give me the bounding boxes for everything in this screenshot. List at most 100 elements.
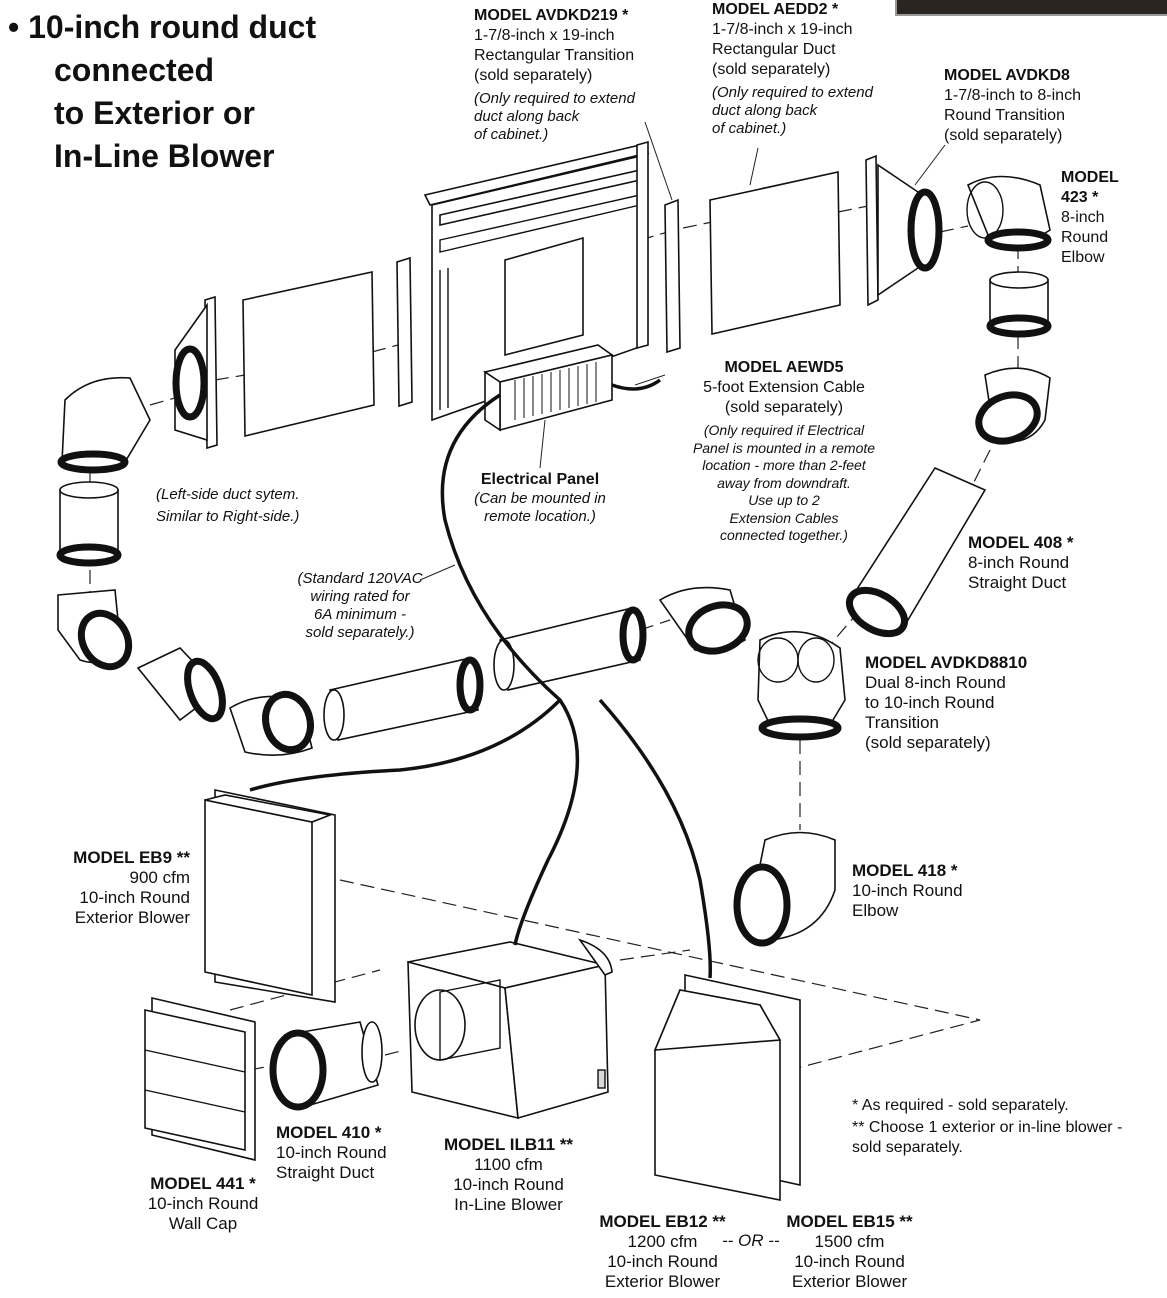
- label-left-side: (Left-side duct sytem. Similar to Right-…: [156, 486, 299, 526]
- model-name: MODEL 441 *: [150, 1174, 256, 1193]
- label-note: remote location.): [484, 508, 596, 525]
- label-418: MODEL 418 * 10-inch Round Elbow: [852, 861, 963, 921]
- rectangular-transitions: [204, 198, 681, 450]
- label-note: duct along back: [474, 108, 580, 125]
- label-423: MODEL 423 * 8-inch Round Elbow: [1061, 168, 1119, 268]
- label-441: MODEL 441 * 10-inch Round Wall Cap: [128, 1174, 278, 1234]
- label-avdkd8: MODEL AVDKD8 1-7/8-inch to 8-inch Round …: [944, 66, 1081, 146]
- straight-duct-408: [846, 466, 987, 638]
- straight-ducts-center: [323, 606, 647, 741]
- label-note: (Only required if Electrical: [703, 422, 865, 438]
- label-line: 1500 cfm: [814, 1232, 885, 1251]
- model-name: MODEL EB12 **: [599, 1212, 726, 1231]
- label-electrical-panel: Electrical Panel (Can be mounted in remo…: [460, 470, 620, 526]
- label-note: away from downdraft.: [717, 474, 851, 491]
- model-name: MODEL EB15 **: [786, 1212, 913, 1231]
- label-line: 10-inch Round: [794, 1252, 905, 1271]
- label-note: of cabinet.): [712, 120, 787, 137]
- label-line: 5-foot Extension Cable: [703, 379, 865, 396]
- round-transition-left: [172, 302, 208, 442]
- model-name: MODEL AEDD2 *: [712, 1, 839, 18]
- label-line: 1200 cfm: [627, 1232, 698, 1251]
- exterior-blower-eb9: [204, 789, 336, 1003]
- label-408: MODEL 408 * 8-inch Round Straight Duct: [968, 533, 1074, 593]
- label-note: (Standard 120VAC: [297, 570, 423, 587]
- elbow-418: [733, 831, 836, 947]
- label-wiring: (Standard 120VAC wiring rated for 6A min…: [280, 570, 440, 642]
- corner-photo: [895, 0, 1167, 16]
- label-ilb11: MODEL ILB11 ** 1100 cfm 10-inch Round In…: [426, 1135, 591, 1215]
- label-line: 1-7/8-inch x 19-inch: [474, 27, 615, 44]
- label-line: 1100 cfm: [474, 1155, 543, 1174]
- label-line: Exterior Blower: [604, 1272, 721, 1291]
- elbow-right-lower: [975, 367, 1051, 445]
- label-line: (sold separately): [865, 733, 991, 752]
- label-line: Straight Duct: [968, 573, 1067, 592]
- page-title: • 10-inch round duct connected to Exteri…: [8, 6, 316, 178]
- left-side-ducts: [56, 376, 314, 756]
- model-name: MODEL AVDKD8: [944, 67, 1070, 84]
- footnotes: * As required - sold separately. ** Choo…: [852, 1096, 1122, 1158]
- label-line: to 10-inch Round: [865, 693, 995, 712]
- footnote: * As required - sold separately.: [852, 1097, 1069, 1114]
- model-name: MODEL 410 *: [276, 1123, 382, 1142]
- label-note: Similar to Right-side.): [156, 508, 300, 525]
- label-note: 6A minimum -: [314, 606, 406, 623]
- label-line: 10-inch Round: [852, 881, 963, 900]
- model-name: MODEL AVDKD219 *: [474, 7, 629, 24]
- label-note: Extension Cables: [729, 509, 839, 526]
- label-eb15: MODEL EB15 ** 1500 cfm 10-inch Round Ext…: [772, 1212, 927, 1292]
- label-note: connected together.): [720, 527, 848, 543]
- label-line: (sold separately): [944, 127, 1063, 144]
- label-line: Elbow: [852, 901, 899, 920]
- short-duct-right: [986, 271, 1052, 338]
- label-line: 10-inch Round: [453, 1175, 564, 1194]
- label-line: 1-7/8-inch to 8-inch: [944, 87, 1081, 104]
- label-line: Transition: [865, 713, 940, 732]
- label-line: 8-inch: [1061, 209, 1105, 226]
- label-note: wiring rated for: [310, 588, 410, 605]
- label-eb12: MODEL EB12 ** 1200 cfm 10-inch Round Ext…: [585, 1212, 740, 1292]
- label-line: In-Line Blower: [454, 1195, 563, 1214]
- title-line: In-Line Blower: [54, 138, 275, 174]
- floor-plane-lines: [229, 879, 981, 1071]
- label-note: location - more than 2-feet: [702, 457, 866, 473]
- label-line: Rectangular Duct: [712, 41, 836, 58]
- label-or: -- OR --: [722, 1231, 780, 1250]
- label-eb9: MODEL EB9 ** 900 cfm 10-inch Round Exter…: [40, 848, 190, 928]
- label-aewd5: MODEL AEWD5 5-foot Extension Cable (sold…: [670, 358, 898, 545]
- straight-duct-410: [269, 1021, 383, 1111]
- inline-blower-ilb11: [407, 938, 613, 1120]
- label-line: (sold separately): [474, 67, 593, 84]
- label-note: sold separately.): [305, 624, 415, 641]
- label-note: (Can be mounted in: [474, 490, 606, 507]
- label-note: of cabinet.): [474, 126, 549, 143]
- rectangular-ducts: [242, 171, 841, 438]
- label-line: (sold separately): [724, 399, 844, 416]
- label-line: 10-inch Round: [147, 1194, 259, 1213]
- label-note: (Left-side duct sytem.: [156, 486, 300, 503]
- model-name: MODEL 408 *: [968, 533, 1074, 552]
- model-name: MODEL 418 *: [852, 861, 958, 880]
- model-name: MODEL EB9 **: [73, 848, 190, 867]
- label-line: 10-inch Round: [276, 1143, 387, 1162]
- label-aedd2: MODEL AEDD2 * 1-7/8-inch x 19-inch Recta…: [712, 0, 873, 138]
- label-line: Straight Duct: [276, 1163, 375, 1182]
- label-avdkd219: MODEL AVDKD219 * 1-7/8-inch x 19-inch Re…: [474, 6, 635, 144]
- label-line: Dual 8-inch Round: [865, 673, 1006, 692]
- elbow-center: [658, 586, 751, 655]
- model-name: 423 *: [1061, 189, 1099, 206]
- model-name: Electrical Panel: [480, 471, 600, 488]
- title-line: • 10-inch round duct: [8, 9, 317, 45]
- model-name: MODEL ILB11 **: [443, 1135, 574, 1154]
- label-line: 900 cfm: [129, 868, 190, 887]
- leader-lines: [419, 121, 946, 581]
- label-line: Round Transition: [944, 107, 1065, 124]
- model-name: MODEL: [1061, 169, 1119, 186]
- label-line: 10-inch Round: [607, 1252, 718, 1271]
- label-note: (Only required to extend: [712, 84, 873, 101]
- label-line: Elbow: [1061, 249, 1105, 266]
- label-note: Use up to 2: [748, 492, 820, 508]
- label-line: 8-inch Round: [968, 553, 1070, 572]
- label-note: (Only required to extend: [474, 90, 635, 107]
